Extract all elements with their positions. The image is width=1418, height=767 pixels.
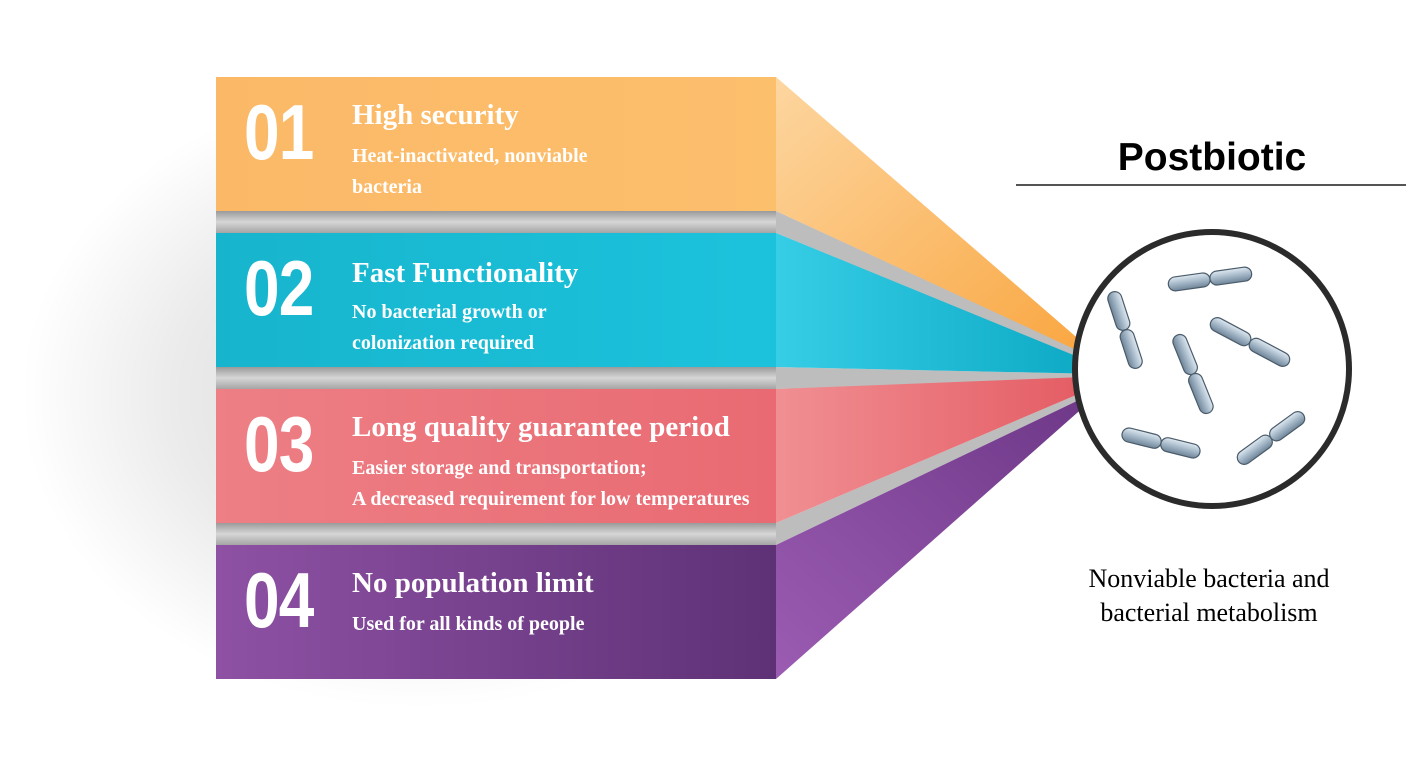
postbiotic-caption: Nonviable bacteria and bacterial metabol… (1088, 564, 1330, 627)
feature-number: 03 (244, 400, 314, 488)
postbiotic-title: Postbiotic (1117, 136, 1307, 179)
card-gap (216, 211, 776, 233)
ribbon-03 (776, 376, 1110, 523)
card-gap (216, 367, 776, 389)
ribbon-04 (776, 382, 1112, 679)
feature-title: Long quality guarantee period (352, 411, 730, 443)
feature-title: High security (352, 99, 519, 131)
gap-ribbon (776, 384, 1104, 545)
feature-title: Fast Functionality (352, 257, 579, 289)
feature-number: 04 (244, 556, 314, 644)
bacteria-circle-icon (1072, 229, 1352, 509)
gap-ribbon (776, 367, 1100, 389)
feature-number: 02 (244, 244, 314, 332)
feature-card-01: 01 High security Heat-inactivated, nonvi… (216, 77, 776, 211)
feature-number: 01 (244, 88, 314, 176)
gap-ribbon (776, 211, 1100, 366)
card-gap (216, 523, 776, 545)
title-underline (1016, 184, 1406, 186)
feature-description: No bacterial growth or colonization requ… (352, 301, 547, 354)
ribbon-01 (776, 77, 1112, 368)
feature-card-02: 02 Fast Functionality No bacterial growt… (216, 233, 776, 367)
feature-card-03: 03 Long quality guarantee period Easier … (216, 389, 776, 523)
feature-title: No population limit (352, 567, 594, 599)
feature-description: Easier storage and transportation; A dec… (352, 457, 750, 510)
feature-card-04: 04 No population limit Used for all kind… (216, 545, 776, 679)
feature-description: Used for all kinds of people (352, 613, 585, 635)
feature-description: Heat-inactivated, nonviable bacteria (352, 145, 588, 198)
ribbon-02 (776, 233, 1110, 374)
